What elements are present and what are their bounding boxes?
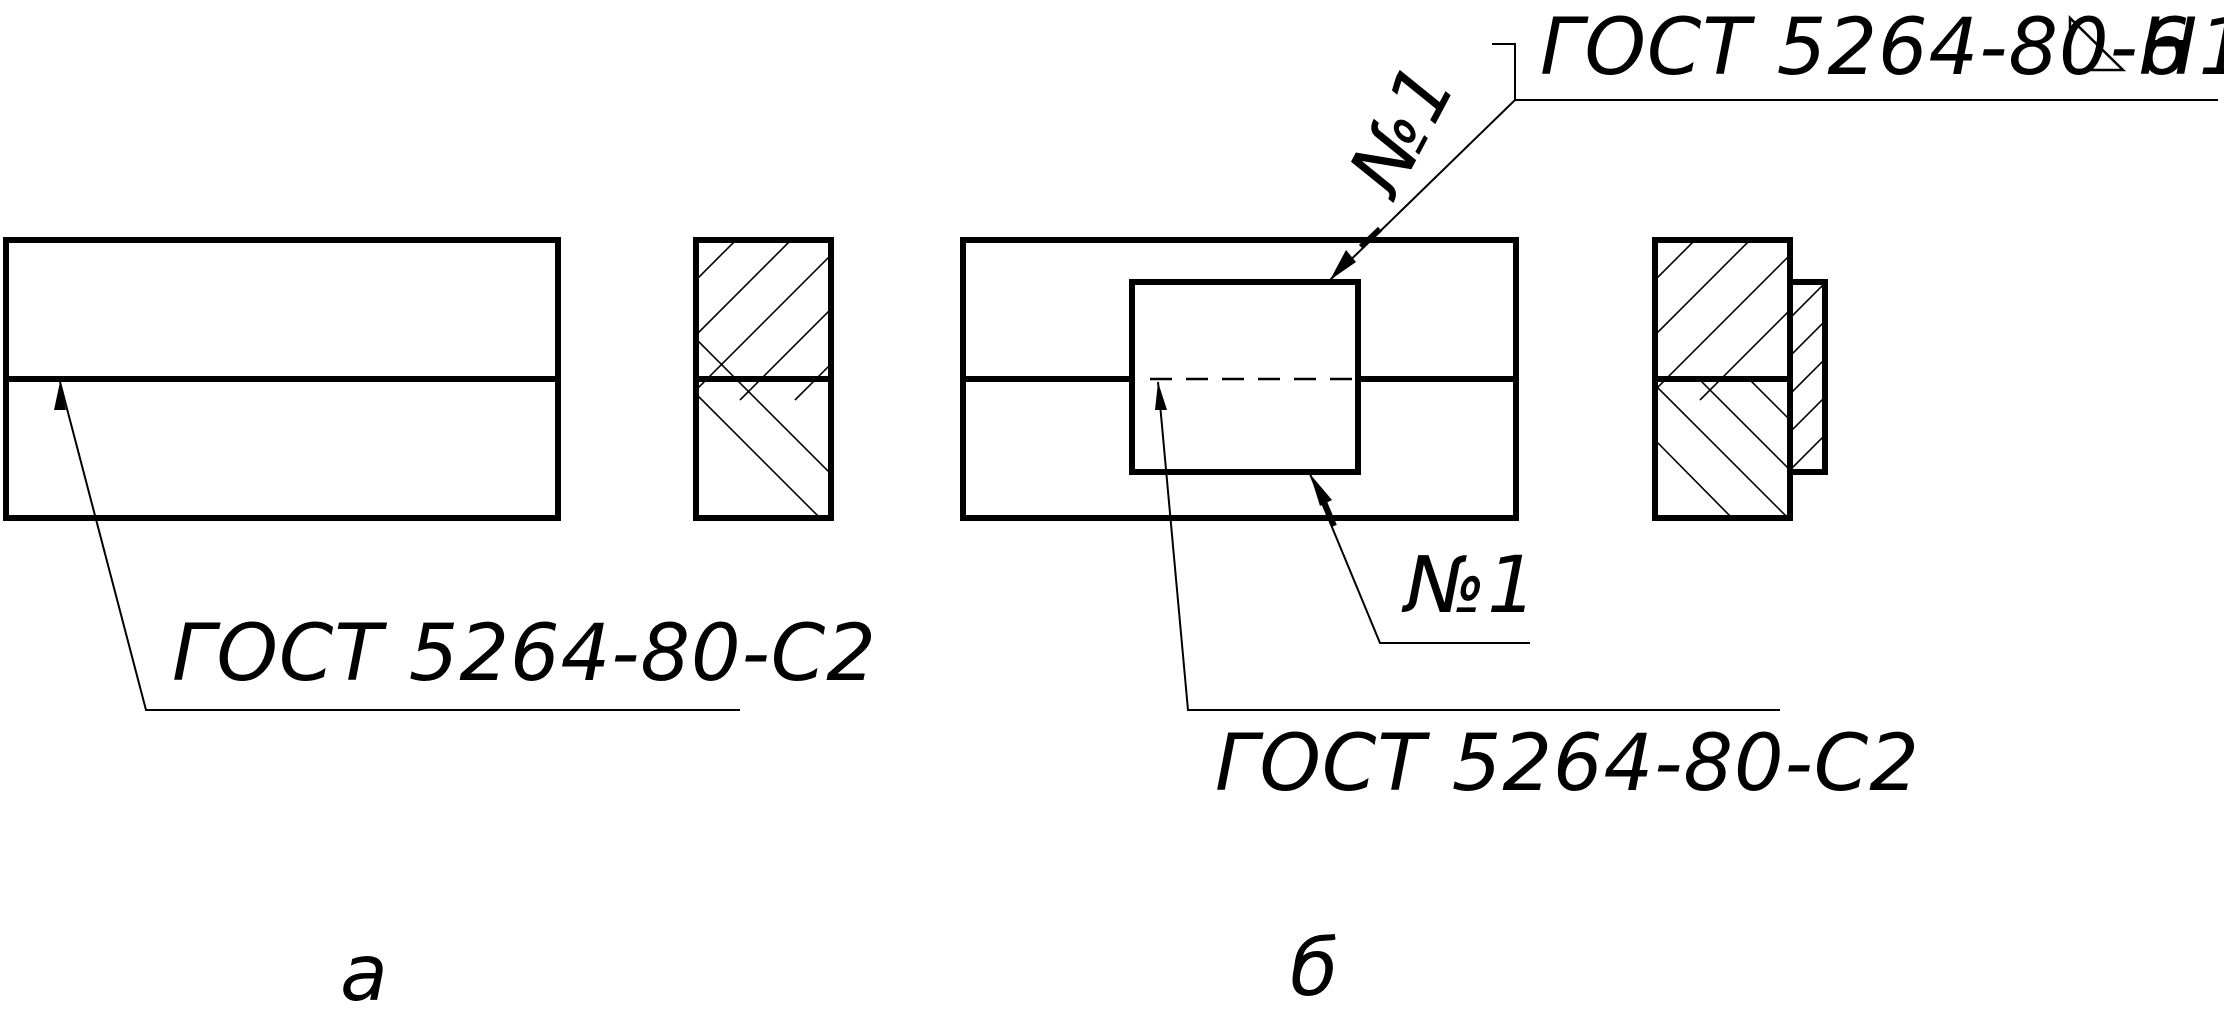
leader-a — [54, 381, 740, 711]
callout-b-top-leg: 6 — [2140, 3, 2191, 93]
view-b-section — [1652, 237, 1828, 521]
caption-b: б — [1290, 924, 1339, 1014]
leader-b-bottom — [1309, 473, 1530, 644]
leader-b-butt — [1155, 381, 1780, 711]
callout-b-top: ГОСТ 5264-80-Н1 — [1540, 3, 2224, 93]
fillet-weld-symbol — [2068, 15, 2127, 72]
callout-b-bottom: ГОСТ 5264-80-С2 — [1215, 719, 1920, 809]
view-b-front — [960, 237, 1519, 521]
callout-a: ГОСТ 5264-80-С2 — [172, 609, 877, 699]
view-a-section — [693, 237, 834, 521]
weld-mark-bottom: №1 — [1401, 541, 1538, 631]
caption-a: а — [340, 929, 389, 1019]
leader-b-top — [1329, 43, 2218, 281]
hatch-lower-a — [696, 338, 831, 518]
weld-mark-top: №1 — [1330, 49, 1474, 212]
view-a-front — [3, 237, 561, 521]
